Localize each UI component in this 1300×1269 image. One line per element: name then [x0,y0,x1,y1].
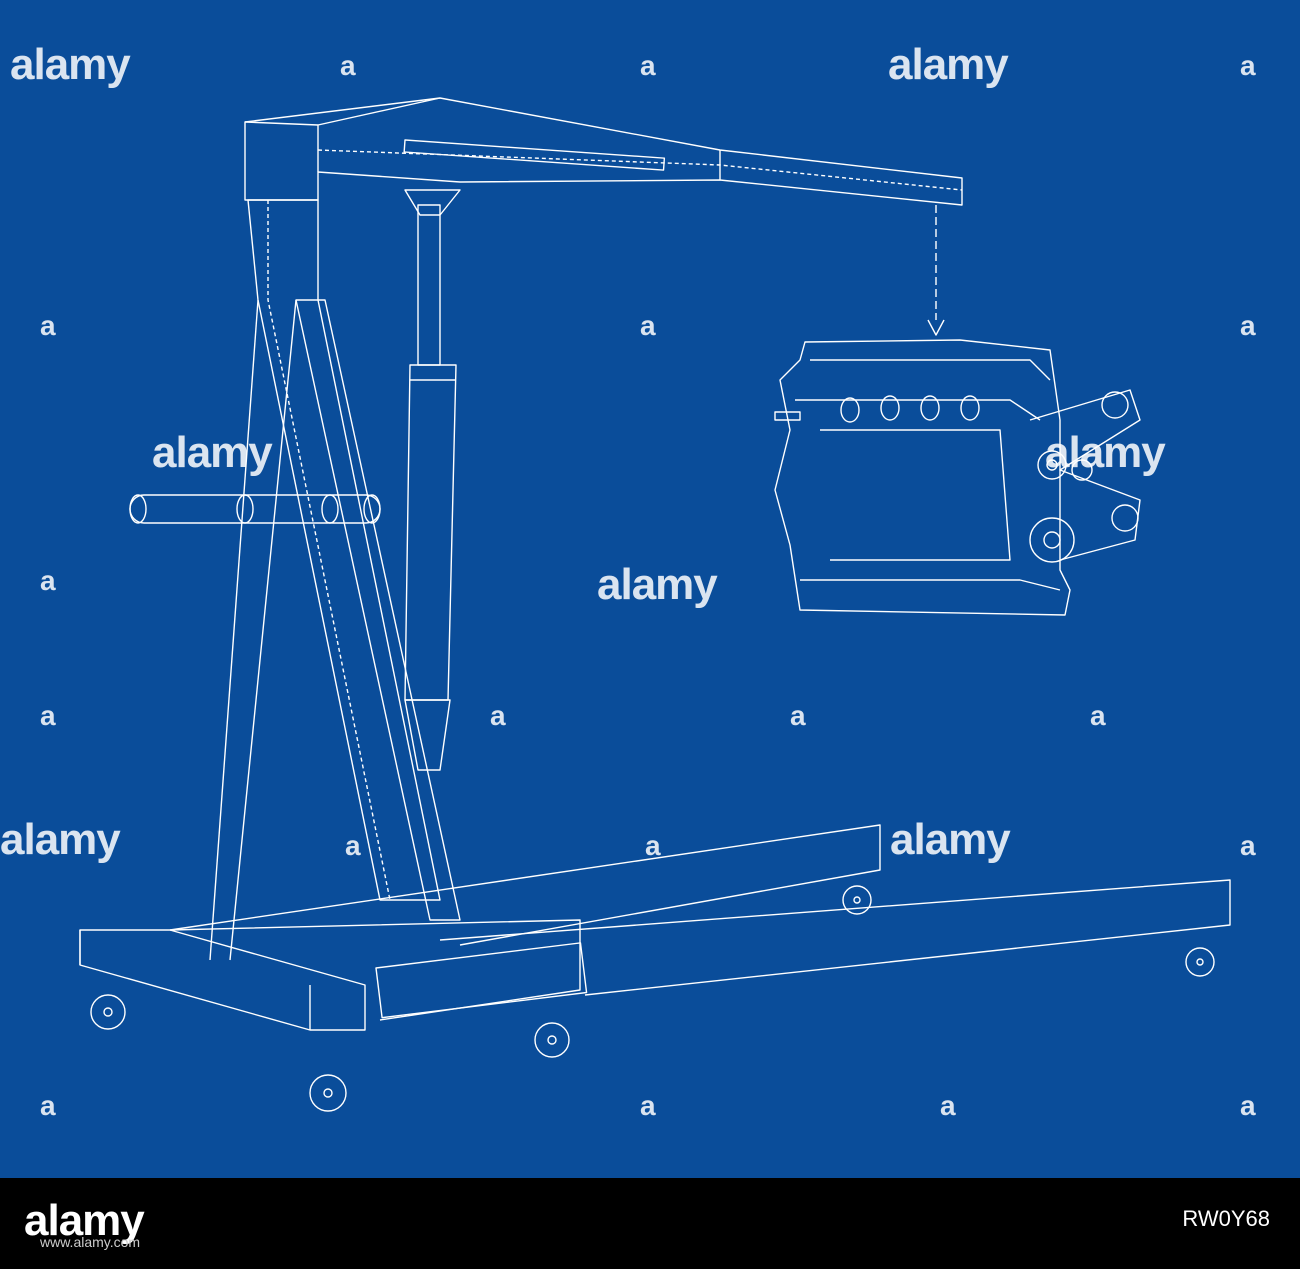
watermark-mark: a [640,1090,656,1121]
watermark-logo: alamy [597,560,718,609]
watermark-logo: alamy [1045,428,1166,477]
watermark-logo: alamy [888,40,1009,89]
watermark-mark: a [1240,830,1256,861]
watermark-mark: a [640,310,656,341]
watermark-mark: a [790,700,806,731]
watermark-mark: a [940,1090,956,1121]
watermark-mark: a [40,1090,56,1121]
watermark-logo: alamy [152,428,273,477]
footer-url[interactable]: www.alamy.com [40,1234,141,1250]
watermark-logo: alamy [10,40,131,89]
watermark-mark: a [490,700,506,731]
watermark-mark: a [645,830,661,861]
engine-hoist-blueprint-image: alamy alamy alamy alamy alamy alamy alam… [0,0,1300,1178]
watermark-mark: a [640,50,656,81]
watermark-logo: alamy [0,815,121,864]
watermark-mark: a [40,700,56,731]
footer-logo[interactable]: alamy [24,1196,145,1245]
watermark-mark: a [1240,1090,1256,1121]
caster-wheels [90,885,1215,1112]
watermark-mark: a [340,50,356,81]
footer-bar: alamy RW0Y68 www.alamy.com [0,1178,1300,1269]
watermark-mark: a [1240,310,1256,341]
engine-block [774,339,1141,616]
watermark-mark: a [345,830,361,861]
watermark-mark: a [40,310,56,341]
watermark-logo: alamy [890,815,1011,864]
watermark-mark: a [1090,700,1106,731]
engine-hoist-drawing [79,97,1231,1112]
image-id: RW0Y68 [1182,1206,1270,1231]
watermark-mark: a [1240,50,1256,81]
watermark-mark: a [40,565,56,596]
